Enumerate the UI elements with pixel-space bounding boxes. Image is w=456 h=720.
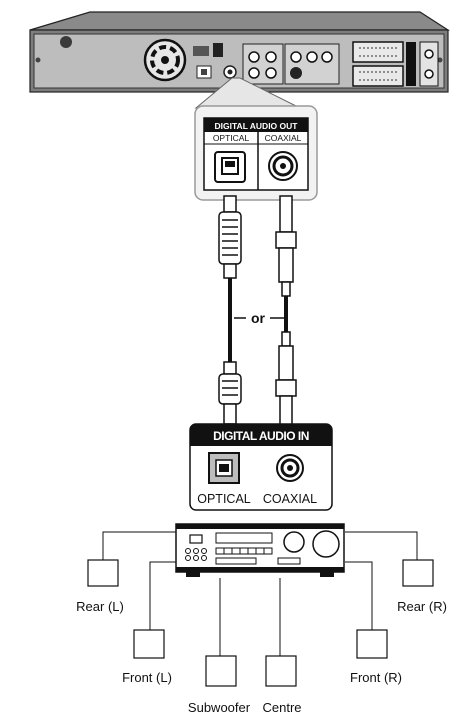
optical-cable-icon (218, 195, 242, 437)
panel-top-coaxial-label: COAXIAL (265, 133, 302, 143)
digital-audio-out-panel (194, 105, 318, 201)
speaker-wires (102, 531, 418, 656)
label-centre: Centre (262, 700, 301, 715)
label-subwoofer: Subwoofer (188, 700, 251, 715)
coaxial-cable-icon (275, 195, 297, 437)
speaker-front-left-icon (133, 629, 165, 659)
label-front-right: Front (R) (350, 670, 402, 685)
panel-top-header: DIGITAL AUDIO OUT (215, 121, 299, 131)
digital-audio-in-panel (189, 423, 333, 511)
panel-top-optical-label: OPTICAL (213, 133, 250, 143)
speaker-front-right-icon (356, 629, 388, 659)
speaker-rear-left-icon (87, 559, 119, 587)
panel-bottom-coaxial-label: COAXIAL (263, 492, 317, 506)
label-rear-left: Rear (L) (76, 599, 124, 614)
av-receiver-icon (175, 523, 345, 577)
speaker-rear-right-icon (402, 559, 434, 587)
panel-bottom-optical-label: OPTICAL (197, 492, 251, 506)
or-separator-text: or (251, 310, 266, 326)
label-rear-right: Rear (R) (397, 599, 447, 614)
speaker-subwoofer-icon (205, 655, 237, 687)
label-front-left: Front (L) (122, 670, 172, 685)
panel-bottom-header: DIGITAL AUDIO IN (213, 429, 309, 443)
speaker-centre-icon (265, 655, 297, 687)
